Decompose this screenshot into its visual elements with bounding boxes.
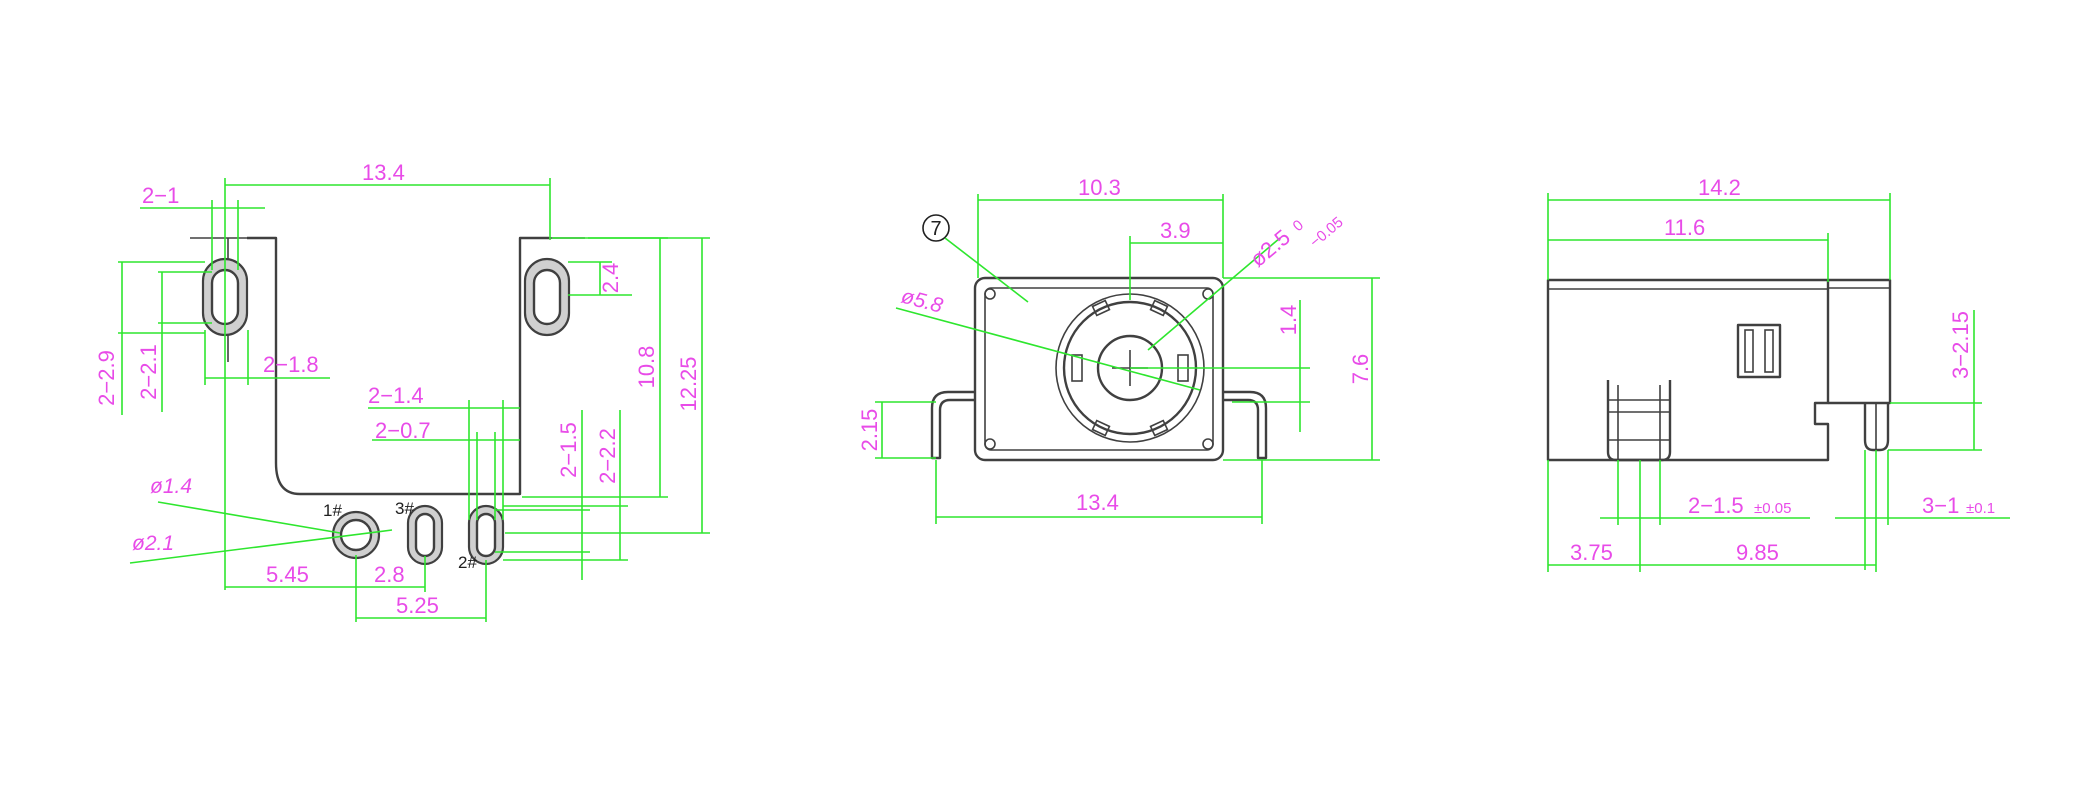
footprint-view: 1# 3# 2# xyxy=(94,160,710,622)
dim-2-8: 2.8 xyxy=(374,562,405,587)
pin-label-3: 3# xyxy=(395,499,414,518)
front-body-inner xyxy=(984,287,1214,451)
dim-5-45: 5.45 xyxy=(266,562,309,587)
dim-phi-1-4: ø1.4 xyxy=(150,475,192,498)
side-window xyxy=(1736,323,1782,379)
dim-3-1: 3−1 xyxy=(1922,493,1959,518)
front-leg-right xyxy=(1223,390,1268,460)
side-front-pin xyxy=(1606,380,1672,462)
dim-phi-2-5: ø2.5 xyxy=(1245,224,1295,271)
dim-2-1-5-tol: ±0.05 xyxy=(1754,500,1791,517)
dim-2-2-2: 2−2.2 xyxy=(595,428,620,484)
dim-10-8: 10.8 xyxy=(634,346,659,389)
dim-13-4-front: 13.4 xyxy=(1076,490,1119,515)
footprint-outline xyxy=(247,236,549,496)
dim-2-0-7: 2−0.7 xyxy=(375,418,431,443)
dim-1-4: 1.4 xyxy=(1276,305,1301,336)
dim-7-6: 7.6 xyxy=(1348,354,1373,385)
side-body-outline xyxy=(1546,278,1830,462)
mounting-slot-right xyxy=(523,257,571,337)
dim-3-2-15: 3−2.15 xyxy=(1948,311,1973,379)
pin-label-2: 2# xyxy=(458,553,477,572)
dim-5-25: 5.25 xyxy=(396,593,439,618)
front-body-outer xyxy=(973,276,1225,462)
dim-10-3: 10.3 xyxy=(1078,175,1121,200)
balloon-7 xyxy=(922,214,950,242)
dim-2-1-5-side: 2−1.5 xyxy=(1688,493,1744,518)
dim-12-25: 12.25 xyxy=(676,356,701,411)
pin-pad-2 xyxy=(467,504,505,566)
dim-phi-5-8: ø5.8 xyxy=(899,285,946,318)
dim-3-9: 3.9 xyxy=(1160,218,1191,243)
dim-phi-2-5-tol-upper: 0 xyxy=(1290,217,1307,235)
dim-phi-2-1: ø2.1 xyxy=(132,532,174,555)
dim-2-2-9: 2−2.9 xyxy=(94,350,119,406)
pin-label-1: 1# xyxy=(323,501,342,520)
dim-13-4-footprint: 13.4 xyxy=(362,160,405,185)
dim-2-1: 2−1 xyxy=(142,183,179,208)
footprint-dimension-lines xyxy=(118,178,710,622)
side-dimension-lines xyxy=(1547,193,2010,572)
dim-2-1-4: 2−1.4 xyxy=(368,383,424,408)
dim-14-2: 14.2 xyxy=(1698,175,1741,200)
balloon-7-label: 7 xyxy=(930,218,941,240)
front-view: 7 xyxy=(857,175,1380,524)
dim-3-1-tol: ±0.1 xyxy=(1966,500,1995,517)
dim-2-2-1: 2−2.1 xyxy=(136,344,161,400)
dim-2-4: 2.4 xyxy=(598,263,623,294)
dim-phi-2-5-tol-lower: −0.05 xyxy=(1307,214,1347,251)
side-view: 14.2 11.6 3−2.15 2−1.5 ±0.05 3−1 ±0.1 3.… xyxy=(1546,175,2010,572)
dim-2-1-5: 2−1.5 xyxy=(556,422,581,478)
side-rear-plug xyxy=(1828,278,1892,405)
dim-2-15-front: 2.15 xyxy=(857,409,882,452)
dim-2-1-8: 2−1.8 xyxy=(263,352,319,377)
dim-11-6: 11.6 xyxy=(1664,215,1705,240)
front-leg-left xyxy=(930,390,975,460)
dim-9-85: 9.85 xyxy=(1736,540,1779,565)
front-dimension-lines xyxy=(875,194,1380,524)
dim-3-75: 3.75 xyxy=(1570,540,1613,565)
